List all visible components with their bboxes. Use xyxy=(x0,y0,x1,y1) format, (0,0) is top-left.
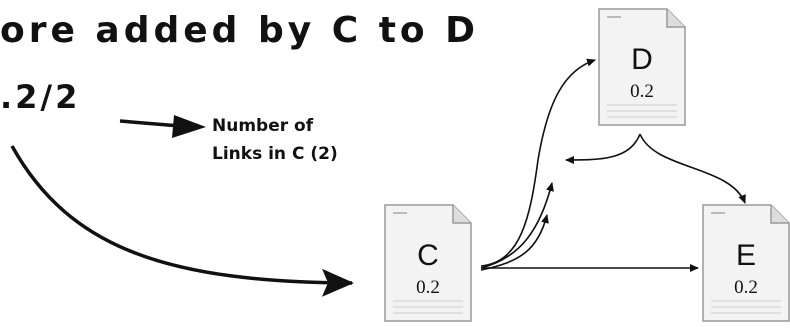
document-e-score: 0.2 xyxy=(734,277,758,298)
formula-to-c-arrow xyxy=(10,145,354,297)
links-annotation: Number of Links in C (2) xyxy=(212,112,338,168)
document-c-score: 0.2 xyxy=(416,277,440,298)
document-d-letter: D xyxy=(631,43,653,76)
document-e-icon xyxy=(702,204,790,322)
document-c-icon xyxy=(384,204,472,322)
document-c-letter: C xyxy=(417,239,439,272)
document-d-icon xyxy=(598,8,686,126)
formula-to-note-arrow xyxy=(119,119,181,128)
c-outlink-arrow-1 xyxy=(480,182,554,269)
links-annotation-line-1: Number of xyxy=(212,116,314,136)
score-formula: .2/2 xyxy=(0,78,81,116)
document-c: C 0.2 xyxy=(383,203,473,323)
document-d-score: 0.2 xyxy=(630,81,654,102)
links-annotation-line-2: Links in C (2) xyxy=(212,144,338,164)
formula-to-note-arrowhead xyxy=(172,115,206,138)
document-e: E 0.2 xyxy=(701,203,790,323)
c-to-d-arrow xyxy=(480,58,596,267)
slide-heading: ore added by C to D xyxy=(0,10,480,51)
d-to-e-arrow xyxy=(639,133,746,204)
document-d: D 0.2 xyxy=(597,7,687,127)
d-to-center-arrow xyxy=(565,133,641,164)
document-e-letter: E xyxy=(735,239,756,272)
